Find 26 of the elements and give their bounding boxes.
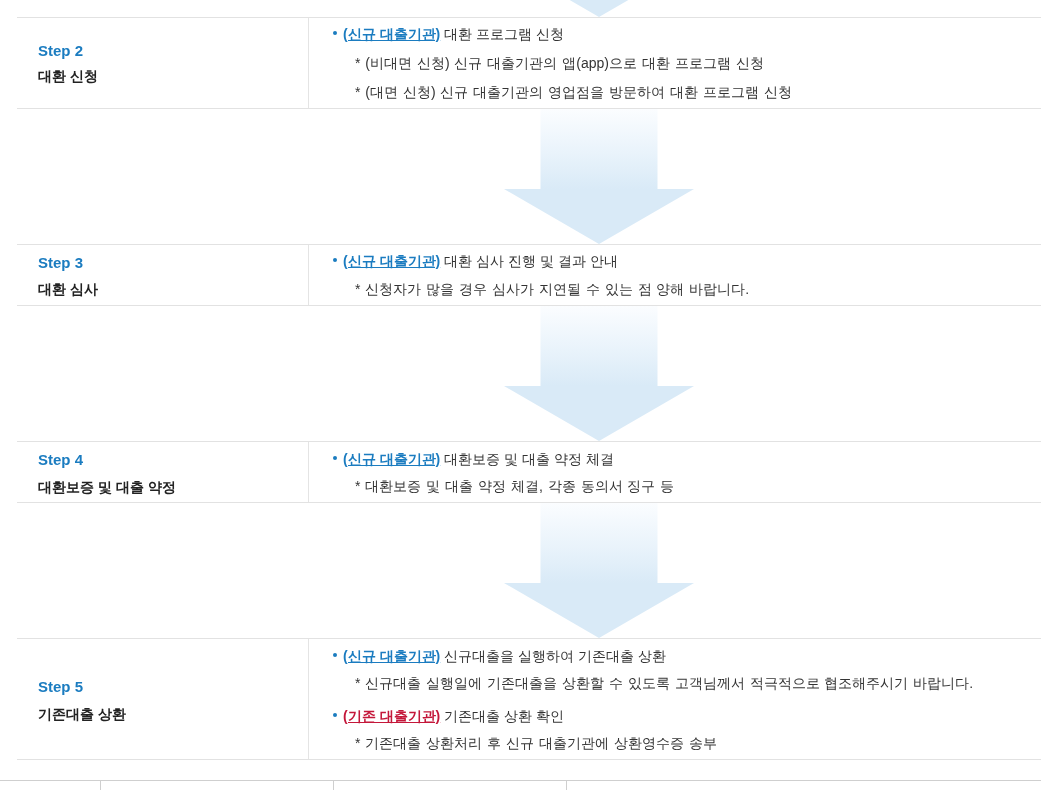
- block-arrow: [504, 306, 694, 441]
- step-title: 대환보증 및 대출 약정: [38, 478, 176, 497]
- step-label: Step 3: [38, 253, 83, 273]
- bullet-text: (신규 대출기관) 신규대출을 실행하여 기존대출 상환: [343, 647, 666, 666]
- table-row: [17, 638, 1041, 760]
- bullet-text: (기존 대출기관) 기존대출 상환 확인: [343, 707, 564, 726]
- note-text: * (대면 신청) 신규 대출기관의 영업점을 방문하여 대환 프로그램 신청: [355, 83, 792, 102]
- bullet-text: (신규 대출기관) 대환 심사 진행 및 결과 안내: [343, 252, 618, 271]
- note-text: * 기존대출 상환처리 후 신규 대출기관에 상환영수증 송부: [355, 734, 717, 753]
- table-row: [17, 441, 1041, 503]
- step-title: 기존대출 상환: [38, 705, 126, 724]
- bullet-text: (신규 대출기관) 대환보증 및 대출 약정 체결: [343, 450, 614, 469]
- step-title: 대환 신청: [38, 67, 98, 86]
- note-text: * 신청자가 많을 경우 심사가 지연될 수 있는 점 양해 바랍니다.: [355, 280, 750, 299]
- bullet-text: (신규 대출기관) 대환 프로그램 신청: [343, 25, 564, 44]
- block-arrow: [504, 503, 694, 638]
- step-label: Step 5: [38, 677, 83, 697]
- note-text: * (비대면 신청) 신규 대출기관의 앱(app)으로 대환 프로그램 신청: [355, 54, 764, 73]
- block-arrow: [504, 109, 694, 244]
- note-text: * 대환보증 및 대출 약정 체결, 각종 동의서 징구 등: [355, 477, 675, 496]
- step-label: Step 4: [38, 450, 83, 470]
- table-row: [17, 244, 1041, 306]
- table-row: [17, 17, 1041, 109]
- step-label: Step 2: [38, 41, 83, 61]
- step-title: 대환 심사: [38, 280, 98, 299]
- note-text: * 신규대출 실행일에 기존대출을 상환할 수 있도록 고객님께서 적극적으로 협조해주시기 바랍니다.: [355, 674, 974, 693]
